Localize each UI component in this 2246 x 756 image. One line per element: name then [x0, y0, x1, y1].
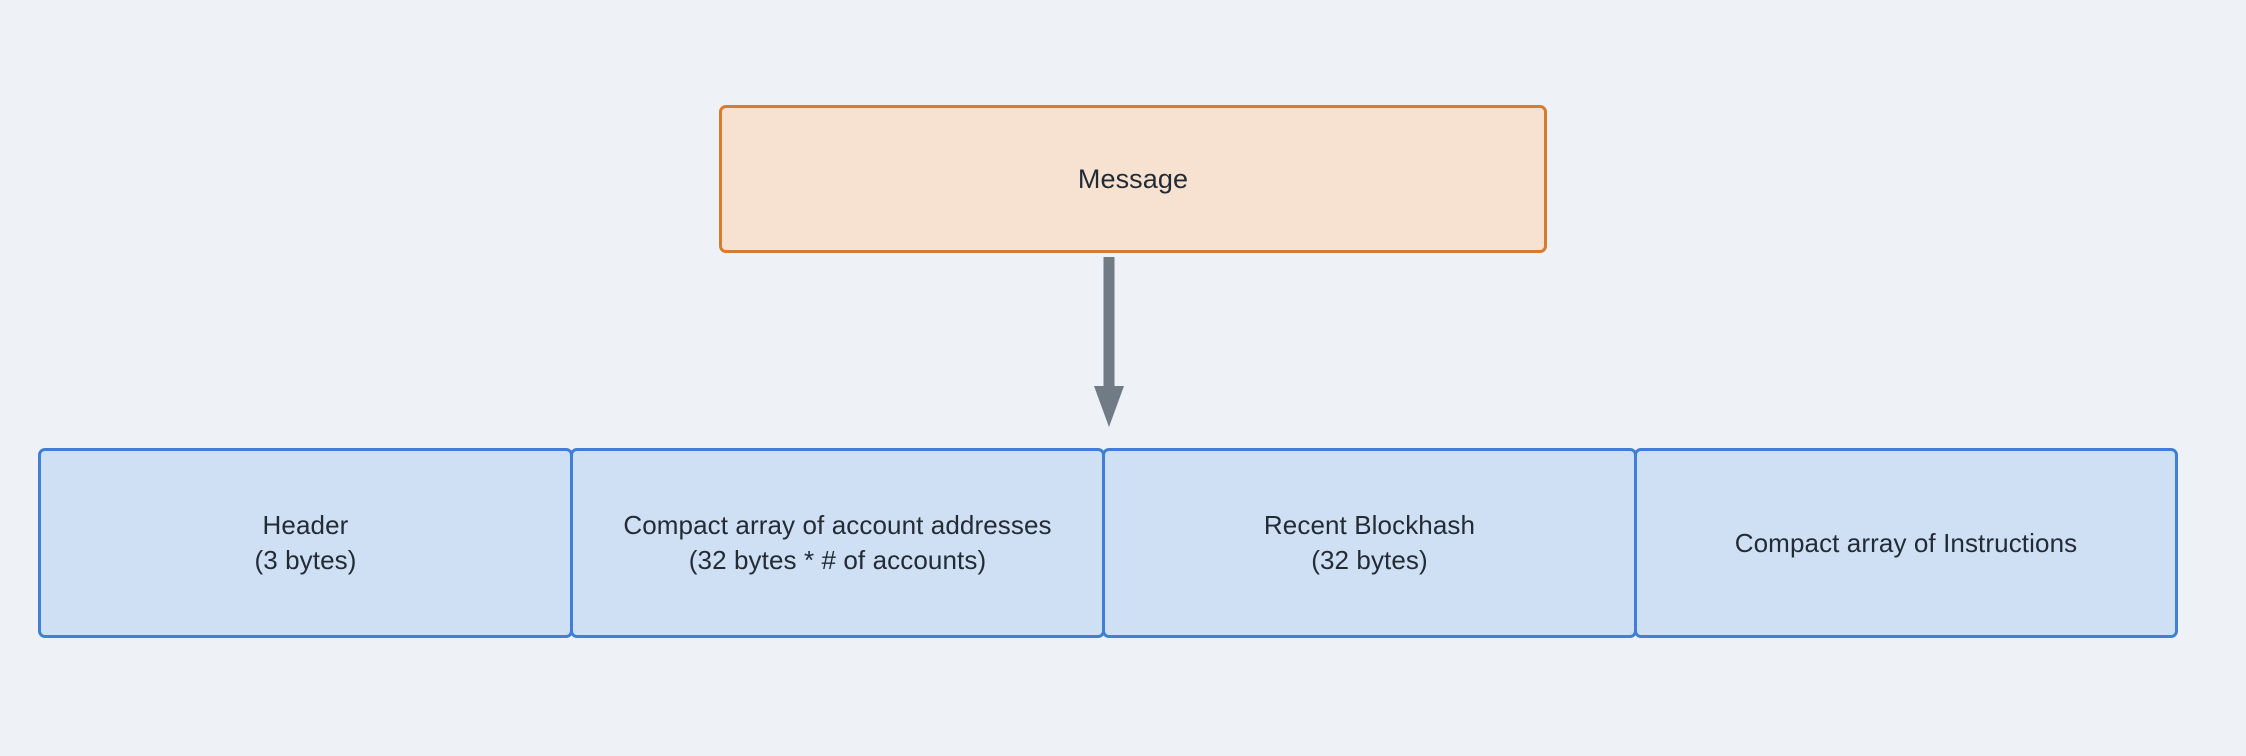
message-to-fields-connector: [1093, 255, 1125, 430]
down-arrow-icon: [1094, 257, 1124, 427]
field-box-instructions[interactable]: Compact array of Instructions: [1634, 448, 2178, 638]
field-box-header[interactable]: Header (3 bytes): [38, 448, 573, 638]
field-box-recent-blockhash-label: Recent Blockhash (32 bytes): [1263, 510, 1476, 575]
field-box-header-label: Header (3 bytes): [254, 510, 357, 575]
field-box-account-addresses[interactable]: Compact array of account addresses (32 b…: [570, 448, 1105, 638]
message-node-label: Message: [1077, 163, 1189, 194]
message-node[interactable]: Message: [719, 105, 1547, 253]
field-box-recent-blockhash[interactable]: Recent Blockhash (32 bytes): [1102, 448, 1637, 638]
message-fields-row: Header (3 bytes) Compact array of accoun…: [38, 448, 2178, 638]
field-box-instructions-label: Compact array of Instructions: [1734, 527, 2078, 558]
field-box-account-addresses-label: Compact array of account addresses (32 b…: [623, 510, 1052, 575]
